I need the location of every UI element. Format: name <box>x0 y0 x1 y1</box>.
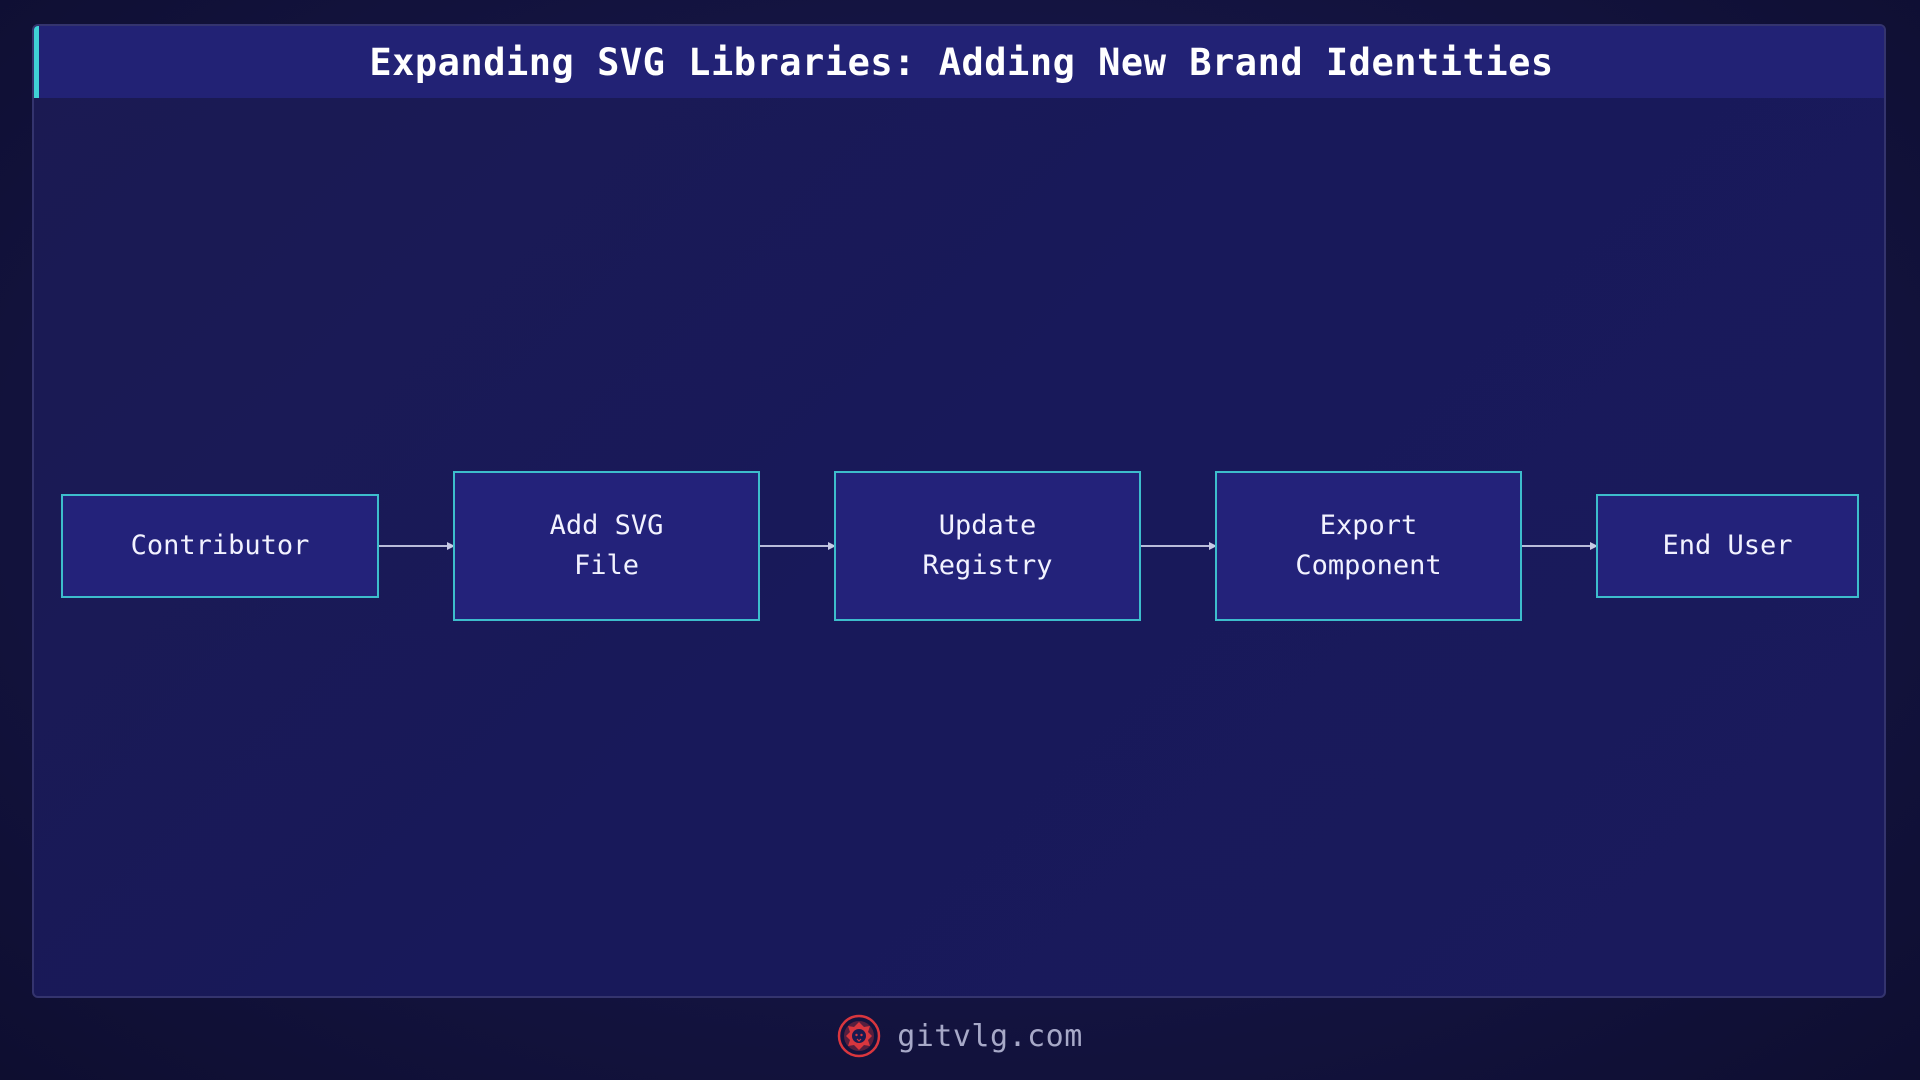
title-bar: Expanding SVG Libraries: Adding New Bran… <box>34 26 1884 98</box>
footer: gitvlg.com <box>0 1008 1920 1064</box>
node-end-user: End User <box>1596 494 1859 598</box>
node-add-svg-file: Add SVG File <box>453 471 760 621</box>
node-export-component: Export Component <box>1215 471 1522 621</box>
node-update-registry: Update Registry <box>834 471 1141 621</box>
node-contributor: Contributor <box>61 494 379 598</box>
footer-site-link[interactable]: gitvlg.com <box>897 1018 1083 1054</box>
lion-logo-icon <box>837 1014 881 1058</box>
diagram-title: Expanding SVG Libraries: Adding New Bran… <box>369 40 1554 84</box>
